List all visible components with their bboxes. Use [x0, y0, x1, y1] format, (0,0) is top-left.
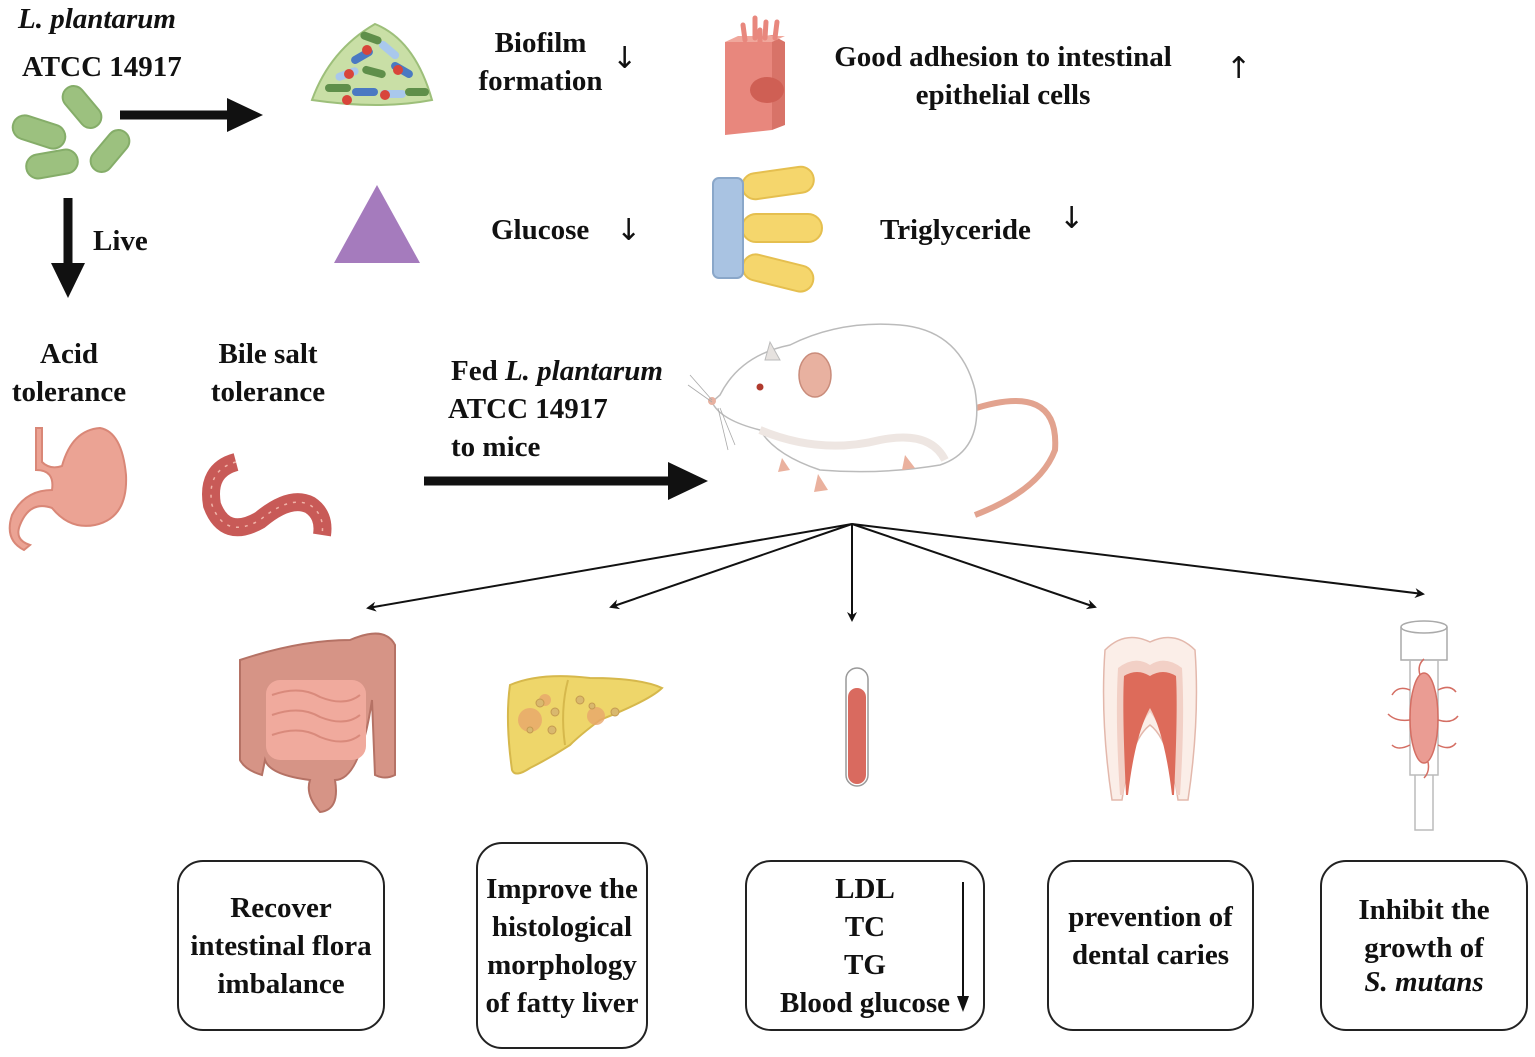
branch-arrows	[366, 523, 1425, 622]
outcome-box-dental-caries: prevention of dental caries	[1047, 860, 1254, 1031]
intestines-icon	[239, 632, 396, 814]
outcome-line: imbalance	[217, 967, 345, 1000]
down-arrow-icon: ↓	[616, 213, 642, 248]
adhesion-label-line-2: epithelial cells	[915, 79, 1091, 111]
outcome-line: prevention of	[1068, 901, 1233, 933]
outcome-line-species: S. mutans	[1364, 965, 1484, 998]
outcome-box-fatty-liver: Improve the histological morphology of f…	[476, 842, 648, 1049]
outcome-line: dental caries	[1071, 939, 1230, 971]
tooth-icon	[1102, 636, 1198, 801]
adhesion-label-line-1: Good adhesion to intestinal	[834, 41, 1172, 73]
arrow-to-mice-head	[668, 462, 708, 500]
glucose-label: Glucose	[491, 214, 590, 246]
biofilm-label: Biofilm formation	[468, 24, 613, 100]
outcome-line: histological	[491, 910, 633, 943]
glucose-triangle-icon	[334, 185, 420, 263]
epithelial-cell-icon	[725, 15, 785, 135]
strain-code: ATCC 14917	[22, 51, 182, 83]
feeding-suffix: to mice	[451, 431, 541, 463]
outcome-line: TC	[844, 910, 886, 943]
outcome-line: Improve the	[486, 872, 638, 905]
arrow-to-in-vitro-head	[227, 98, 263, 132]
outcome-line: Recover	[230, 891, 332, 924]
feeding-species: L. plantarum	[504, 355, 663, 387]
fatty-liver-icon	[506, 675, 664, 775]
bile-salt-tolerance-line-1: Bile salt	[218, 338, 318, 370]
outcome-line: intestinal flora	[190, 929, 372, 962]
outcome-line: LDL	[835, 872, 895, 905]
branch-arrow-5	[851, 523, 1425, 598]
feeding-code: ATCC 14917	[448, 393, 608, 425]
bile-salt-tolerance-label: Bile salt tolerance	[198, 335, 338, 411]
bile-salt-tolerance-line-2: tolerance	[210, 376, 326, 408]
outcome-line: morphology	[487, 948, 637, 981]
branch-arrow-1	[366, 523, 853, 612]
feeding-label: Fed L. plantarum ATCC 14917 to mice	[448, 352, 663, 466]
outcome-line: TG	[844, 948, 886, 981]
outcome-box-s-mutans: Inhibit the growth of S. mutans	[1320, 860, 1528, 1031]
strain-species: L. plantarum	[18, 3, 176, 35]
biofilm-icon	[310, 22, 434, 106]
intestine-tube-icon	[202, 453, 332, 537]
outcome-box-intestinal-flora: Recover intestinal flora imbalance	[177, 860, 385, 1031]
outcome-line: Blood glucose	[780, 986, 950, 1019]
live-label: Live	[93, 225, 148, 257]
acid-tolerance-line-2: tolerance	[11, 376, 127, 408]
acid-tolerance-line-1: Acid	[40, 338, 98, 370]
branch-arrow-4	[851, 523, 1097, 610]
decrease-arrow-icon	[957, 882, 969, 1012]
triglyceride-icon	[712, 165, 823, 293]
outcome-box-lipids: LDL TC TG Blood glucose	[745, 860, 985, 1031]
outcome-line: growth of	[1364, 931, 1484, 964]
up-arrow-icon: ↑	[1226, 51, 1252, 86]
bacteria-tube-icon	[1387, 620, 1459, 831]
bacteria-icon	[11, 85, 131, 180]
acid-tolerance-label: Acid tolerance	[0, 335, 138, 411]
down-arrow-icon: ↓	[612, 41, 638, 76]
biofilm-label-line-2: formation	[478, 65, 603, 97]
blood-tube-icon	[845, 667, 869, 787]
mouse-icon	[687, 323, 1059, 518]
down-arrow-icon: ↓	[1059, 201, 1085, 236]
outcome-line: of fatty liver	[485, 986, 639, 1019]
outcome-line: Inhibit the	[1358, 893, 1490, 926]
stomach-icon	[8, 426, 128, 552]
triglyceride-label: Triglyceride	[880, 214, 1031, 246]
strain-name: L. plantarum	[18, 0, 176, 38]
biofilm-label-line-1: Biofilm	[494, 27, 587, 59]
arrow-live-down-head	[51, 263, 85, 298]
adhesion-label: Good adhesion to intestinal epithelial c…	[815, 38, 1191, 114]
branch-arrow-2	[609, 523, 853, 610]
feeding-prefix: Fed	[451, 355, 505, 387]
